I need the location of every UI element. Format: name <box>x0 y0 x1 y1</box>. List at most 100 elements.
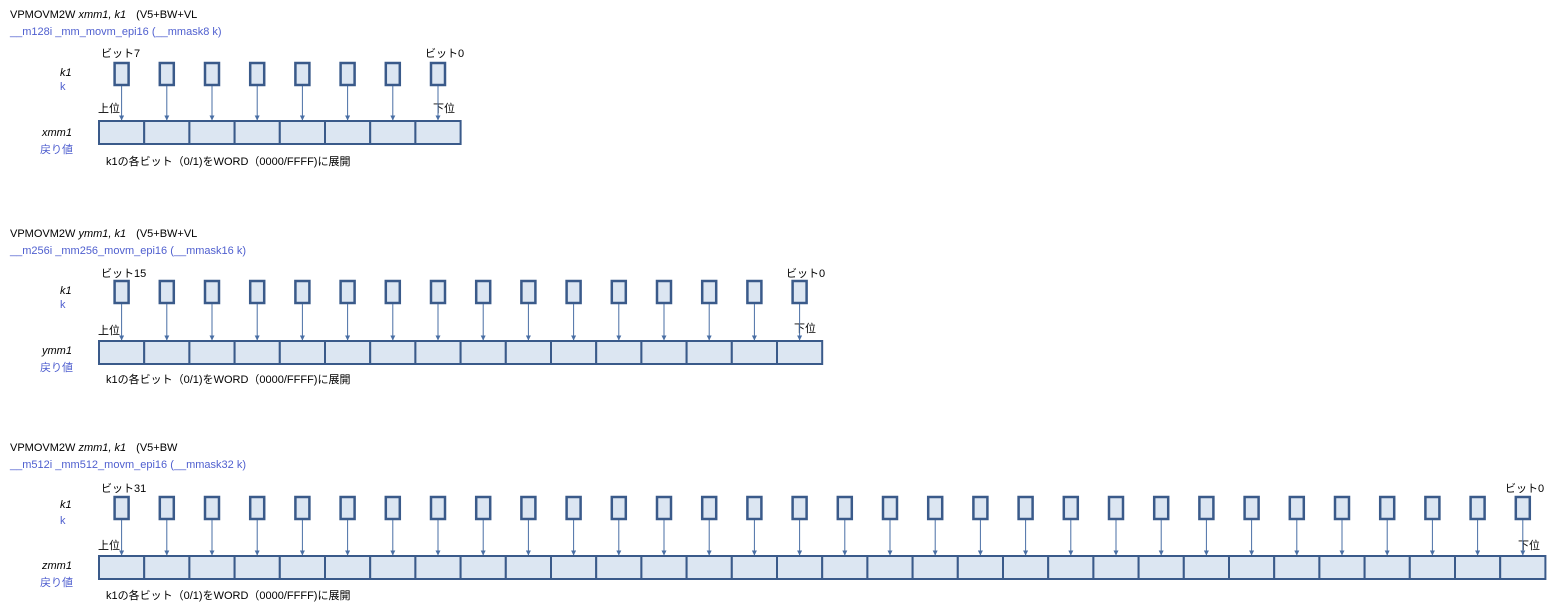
dest-words <box>98 340 824 365</box>
mask-bit-box <box>1107 495 1125 521</box>
intrinsic-signature: __m512i _mm512_movm_epi16 (__mmask32 k) <box>9 459 246 471</box>
mask-bit-box <box>113 495 130 521</box>
word-cell <box>1273 555 1321 580</box>
mask-bit-box <box>294 495 311 521</box>
word-cell <box>324 120 372 145</box>
word-cell <box>369 120 417 145</box>
word-cell <box>1092 555 1140 580</box>
expand-caption: k1の各ビット（0/1)をWORD（0000/FFFF)に展開 <box>106 154 350 168</box>
mask-bit-box <box>1062 495 1080 521</box>
word-cell <box>595 340 643 365</box>
mask-bit-box <box>1198 495 1215 521</box>
word-cell <box>369 340 417 365</box>
mask-bit-box <box>203 495 221 521</box>
mask-bit-box <box>429 61 447 87</box>
section-zmm: VPMOVM2W zmm1, k1(V5+BW __m512i _mm512_m… <box>9 442 1547 602</box>
mask-bit-box <box>926 495 944 521</box>
mask-bit-box <box>1243 495 1260 521</box>
word-cell <box>821 555 869 580</box>
mask-bit-box <box>520 495 537 521</box>
word-cell <box>911 555 959 580</box>
mask-bit-box <box>474 495 492 521</box>
bit-high-label: ビット7 <box>101 47 140 60</box>
lower-label: 下位 <box>433 101 455 115</box>
dest-register-label: ymm1 <box>41 345 72 357</box>
mask-register-label: k1 <box>60 285 72 297</box>
mask-bit-box <box>474 279 492 305</box>
word-cell <box>233 555 281 580</box>
mask-bit-box <box>294 279 311 305</box>
word-cell <box>730 555 778 580</box>
dest-words <box>98 555 1547 580</box>
lower-label: 下位 <box>794 321 816 335</box>
mask-bit-box <box>248 61 266 87</box>
word-cell <box>1182 555 1231 580</box>
mask-bit-box <box>113 279 130 305</box>
word-cell <box>1408 555 1457 580</box>
word-cell <box>776 555 824 580</box>
mask-bit-box <box>1288 495 1306 521</box>
dest-words <box>98 120 462 145</box>
dest-register-label: zmm1 <box>41 560 72 572</box>
word-cell <box>640 340 688 365</box>
word-cell <box>550 340 598 365</box>
mask-bit-box <box>700 279 718 305</box>
section-xmm: VPMOVM2W xmm1, k1(V5+BW+VL __m128i _mm_m… <box>9 9 464 168</box>
mask-bit-box <box>610 495 628 521</box>
word-cell <box>278 120 326 145</box>
mask-bit-box <box>429 279 447 305</box>
mask-bit-box <box>565 495 582 521</box>
bit-low-label: ビット0 <box>1505 482 1544 495</box>
word-cell <box>233 120 281 145</box>
mask-bit-box <box>700 495 718 521</box>
mask-bit-box <box>565 279 582 305</box>
bit-high-label: ビット31 <box>101 482 146 495</box>
mask-bit-box <box>1424 495 1441 521</box>
mask-bit-box <box>203 279 221 305</box>
mask-bit-box <box>1333 495 1351 521</box>
word-cell <box>1137 555 1185 580</box>
mask-param-label: k <box>60 515 66 527</box>
upper-label: 上位 <box>98 538 120 552</box>
mask-bit-box <box>339 61 356 87</box>
mask-bit-box <box>520 279 537 305</box>
word-cell <box>1499 555 1547 580</box>
mask-bit-box <box>203 61 221 87</box>
mask-bit-box <box>972 495 989 521</box>
word-cell <box>188 340 236 365</box>
word-cell <box>595 555 643 580</box>
mask-bit-box <box>655 279 673 305</box>
word-cell <box>640 555 688 580</box>
bit-low-label: ビット0 <box>786 267 825 280</box>
mask-bit-box <box>746 495 763 521</box>
return-value-label: 戻り値 <box>40 143 73 156</box>
word-cell <box>1228 555 1276 580</box>
section-ymm: VPMOVM2W ymm1, k1(V5+BW+VL __m256i _mm25… <box>9 228 825 386</box>
word-cell <box>369 555 417 580</box>
instruction-line: VPMOVM2W zmm1, k1(V5+BW <box>10 442 178 454</box>
lower-label: 下位 <box>1518 538 1540 552</box>
mask-bit-box <box>791 495 808 521</box>
mask-bit-box <box>746 279 763 305</box>
mask-bit-box <box>655 495 673 521</box>
word-cell <box>278 555 326 580</box>
expand-caption: k1の各ビット（0/1)をWORD（0000/FFFF)に展開 <box>106 588 350 602</box>
mask-register-label: k1 <box>60 499 72 511</box>
word-cell <box>278 340 326 365</box>
mask-bit-box <box>836 495 854 521</box>
word-cell <box>1363 555 1411 580</box>
word-cell <box>504 340 552 365</box>
mask-bits <box>113 61 447 121</box>
mask-bit-box <box>610 279 628 305</box>
word-cell <box>98 120 146 145</box>
word-cell <box>776 340 824 365</box>
word-cell <box>98 340 146 365</box>
word-cell <box>143 555 191 580</box>
word-cell <box>324 340 372 365</box>
word-cell <box>143 120 191 145</box>
dest-register-label: xmm1 <box>41 127 72 139</box>
intrinsic-signature: __m256i _mm256_movm_epi16 (__mmask16 k) <box>9 245 246 257</box>
word-cell <box>685 555 733 580</box>
instruction-line: VPMOVM2W xmm1, k1(V5+BW+VL <box>10 9 197 21</box>
